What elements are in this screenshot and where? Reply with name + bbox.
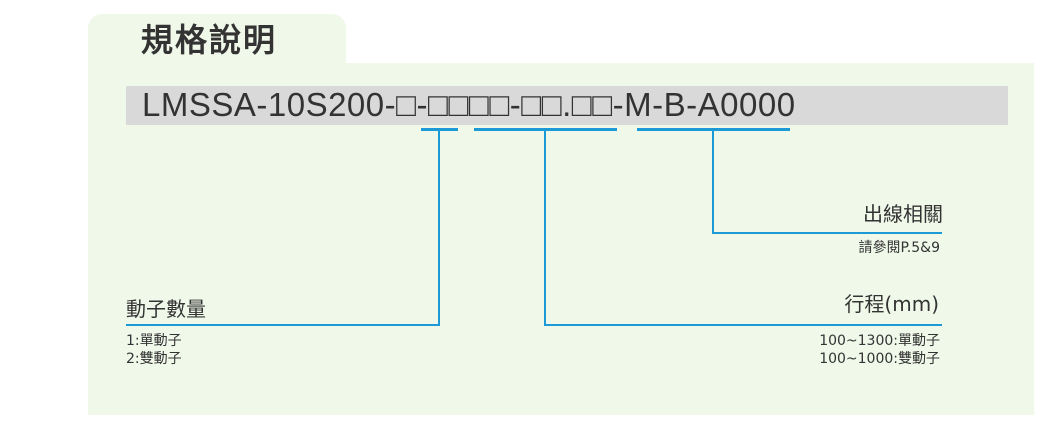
wiring-note: 請參閱P.5&9	[858, 240, 940, 256]
title-tab	[88, 14, 346, 66]
model-code-bar	[126, 86, 1008, 125]
movers-connector-horizontal	[126, 324, 440, 326]
stroke-range-single: 100~1300:單動子	[819, 333, 940, 349]
model-code: LMSSA-10S200-□-□□□□-□□.□□-M-B-A0000	[142, 86, 796, 123]
wiring-connector-horizontal	[712, 232, 942, 234]
stroke-connector-horizontal	[544, 324, 942, 326]
movers-label: 動子數量	[126, 297, 206, 321]
movers-option-2: 2:雙動子	[126, 351, 182, 367]
stroke-label: 行程(mm)	[844, 292, 939, 316]
stroke-underline	[474, 128, 617, 131]
movers-option-1: 1:單動子	[126, 333, 182, 349]
movers-underline	[421, 128, 458, 131]
wiring-underline	[637, 128, 790, 131]
stroke-range-double: 100~1000:雙動子	[819, 351, 940, 367]
page-title: 規格說明	[141, 21, 278, 59]
wiring-connector-vertical	[712, 130, 714, 234]
wiring-label: 出線相關	[863, 202, 943, 226]
stroke-connector-vertical	[544, 130, 546, 326]
movers-connector-vertical	[438, 130, 440, 326]
